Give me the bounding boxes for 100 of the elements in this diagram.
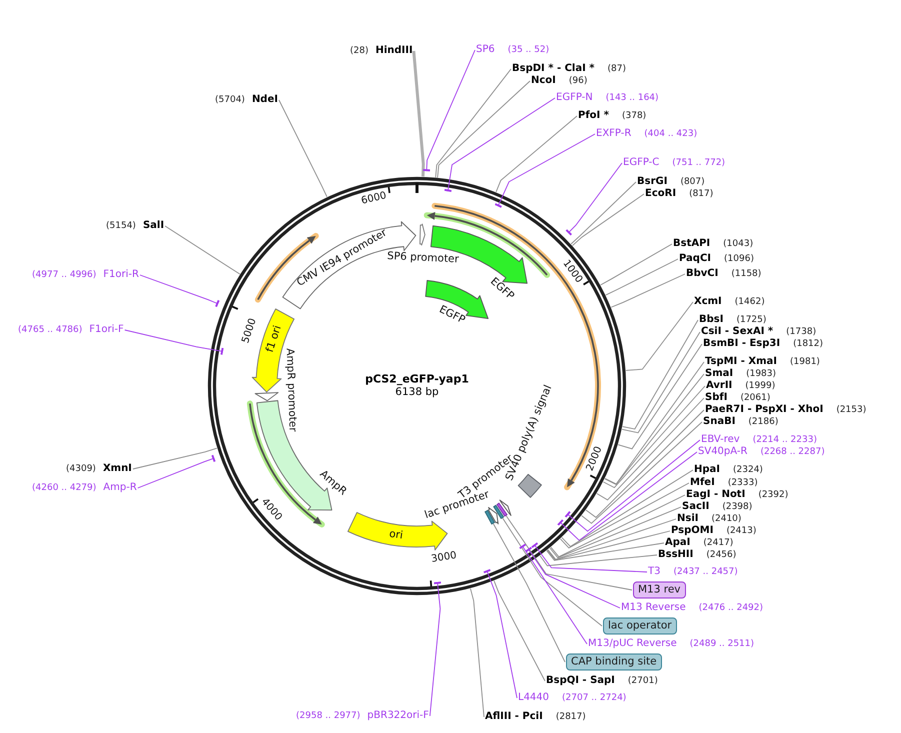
leader-line (124, 330, 224, 355)
leader-line (492, 523, 566, 662)
leader-line (444, 98, 556, 192)
enzyme-site-label: AvrII (1999) (706, 381, 776, 391)
enzyme-site-label: (28) HindIII (350, 46, 413, 56)
feature-mark (493, 504, 504, 519)
leader-line (557, 452, 698, 541)
leader-line (600, 244, 672, 286)
leader-line (437, 80, 530, 178)
leader-line (506, 515, 632, 590)
enzyme-site-label: SnaBI (2186) (703, 417, 778, 427)
primer-label: SP6 (35 .. 52) (476, 45, 550, 55)
leader-line (494, 134, 596, 208)
feature-label: SP6 promoter (386, 251, 460, 266)
enzyme-site-label: BbsI (1725) (699, 315, 766, 325)
leader-line (519, 544, 588, 644)
enzyme-site-label: PaqCI (1096) (679, 254, 754, 264)
scale-label: 5000 (241, 317, 259, 344)
leader-line (547, 518, 676, 560)
feature-label: EGFP (438, 304, 467, 326)
leader-line (423, 50, 476, 172)
enzyme-site-label: PfoI * (378) (578, 111, 646, 121)
enzyme-site-label: (5704) NdeI (215, 95, 278, 105)
leader-line (625, 302, 694, 371)
primer-label: SV40pA-R (2268 .. 2287) (698, 447, 825, 457)
leader-line (483, 569, 518, 698)
enzyme-site-label: EagI - NotI (2392) (686, 490, 788, 500)
feature-name-tag: CAP binding site (566, 654, 662, 670)
primer-label: EGFP-C (751 .. 772) (623, 158, 726, 168)
primer-label: EBV-rev (2214 .. 2233) (701, 435, 817, 445)
enzyme-site-label: SbfI (2061) (705, 393, 770, 403)
leader-line (140, 274, 220, 308)
enzyme-site-label: (4309) XmnI (66, 464, 132, 474)
leader-line (566, 162, 622, 236)
leader-line (435, 68, 512, 178)
leader-line (605, 258, 678, 296)
primer-label: (2958 .. 2977) pBR322ori-F (296, 711, 429, 721)
leader-line (132, 448, 218, 470)
leader-line (618, 344, 702, 450)
primer-label: M13/pUC Reverse (2489 .. 2511) (588, 639, 754, 649)
enzyme-site-label: BsmBI - Esp3I (1812) (703, 339, 824, 349)
enzyme-site-label: BstAPI (1043) (673, 239, 754, 249)
leader-line (412, 50, 425, 177)
feature-label: f1 ori (264, 324, 284, 354)
primer-label: (4765 .. 4786) F1ori-F (18, 325, 124, 335)
leader-line (137, 454, 216, 488)
leader-line (560, 482, 690, 548)
feature-name-tag: lac operator (603, 618, 677, 634)
enzyme-site-label: PspOMI (2413) (671, 526, 756, 536)
enzyme-site-label: PaeR7I - PspXI - XhoI (2153) (705, 405, 866, 415)
leader-line (610, 274, 686, 308)
leader-line (278, 100, 328, 198)
primer-label: EXFP-R (404 .. 423) (596, 129, 698, 139)
enzyme-site-label: BssHII (2456) (658, 550, 736, 560)
enzyme-site-label: BbvCI (1158) (686, 269, 762, 279)
leader-line (429, 582, 442, 716)
enzyme-site-label: AflIII - PciI (2817) (485, 712, 586, 722)
enzyme-site-label: CsiI - SexAI * (1738) (701, 327, 816, 337)
enzyme-site-label: SacII (2398) (682, 502, 752, 512)
leader-line (164, 226, 240, 275)
feature-label: ori (388, 528, 404, 542)
leader-line (546, 530, 670, 560)
leader-line (581, 422, 702, 524)
enzyme-site-label: NcoI (96) (531, 76, 588, 86)
leader-line (540, 554, 658, 566)
leader-line (546, 542, 664, 561)
enzyme-site-label: ApaI (2417) (665, 538, 734, 548)
leader-line (602, 386, 706, 488)
leader-line (572, 194, 644, 246)
scale-label: 2000 (585, 445, 604, 473)
leader-line (564, 440, 700, 532)
primer-label: (4977 .. 4996) F1ori-R (32, 270, 139, 280)
scale-label: 3000 (431, 550, 458, 565)
plasmid-name: pCS2_eGFP-yap1 (365, 374, 469, 384)
scale-label: 6000 (360, 191, 388, 207)
primer-label: (4260 .. 4279) Amp-R (32, 483, 137, 493)
plasmid-size: 6138 bp (395, 386, 439, 398)
enzyme-site-label: MfeI (2333) (690, 478, 758, 488)
primer-label: EGFP-N (143 .. 164) (556, 93, 659, 103)
leader-line (525, 546, 620, 608)
feature-mark (496, 502, 508, 517)
leader-line (622, 332, 700, 434)
leader-line (596, 398, 704, 501)
feature-name-tag: M13 rev (633, 582, 686, 598)
enzyme-site-label: NsiI (2410) (677, 514, 742, 524)
leader-line (496, 116, 578, 192)
feature-label: AmpR promoter (284, 348, 298, 432)
primer-label: T3 (2437 .. 2457) (648, 567, 738, 577)
leader-line (549, 506, 682, 558)
leader-line (570, 182, 636, 244)
leader-line (470, 588, 484, 718)
enzyme-site-label: EcoRI (817) (645, 189, 714, 199)
leader-line (502, 518, 602, 626)
enzyme-site-label: (5154) SalI (106, 221, 164, 231)
enzyme-site-label: XcmI (1462) (694, 297, 765, 307)
leader-line (531, 542, 648, 572)
enzyme-site-label: HpaI (2324) (694, 465, 763, 475)
leader-line (585, 410, 704, 518)
leader-line (622, 320, 698, 430)
primer-label: M13 Reverse (2476 .. 2492) (621, 603, 764, 613)
